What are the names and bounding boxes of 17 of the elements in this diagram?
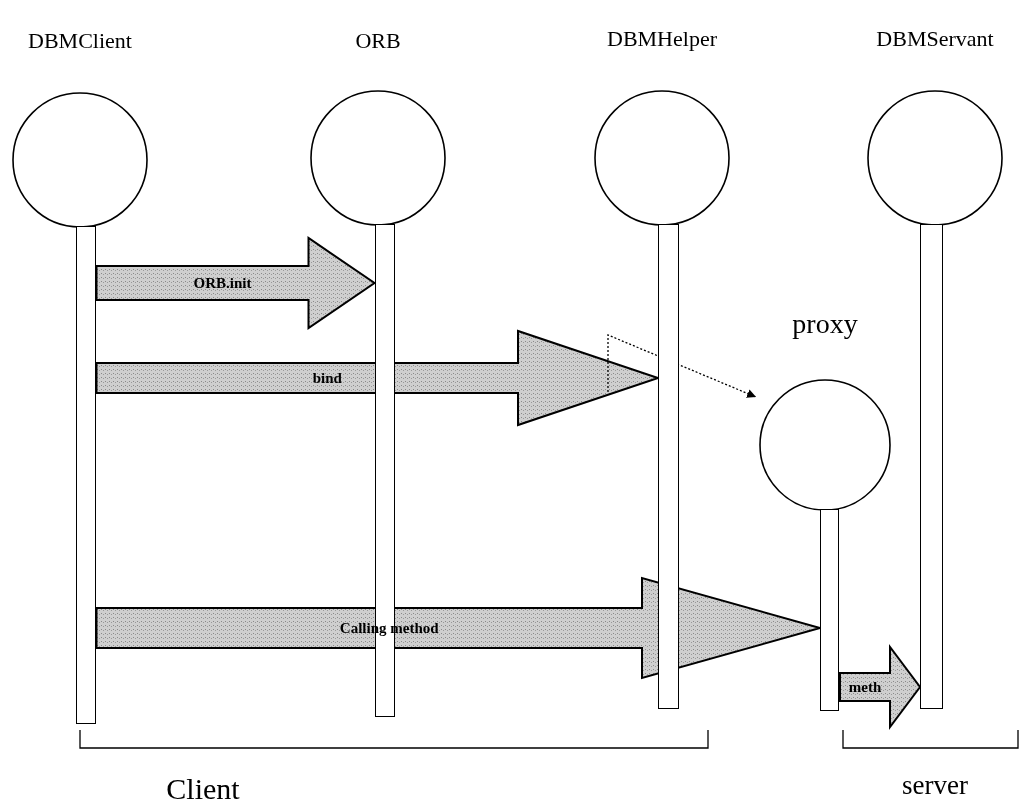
group-label: Client (166, 772, 240, 806)
object-name: DBMHelper (606, 26, 718, 52)
edge-label: ORB.init (193, 274, 252, 292)
object-name: DBMServant (875, 26, 995, 52)
edge-label: bind (312, 369, 342, 387)
lifeline-bar (820, 509, 839, 711)
lifeline-bar (75, 226, 96, 724)
edge-label: meth (848, 678, 882, 696)
object-name: proxy (791, 308, 859, 340)
object-name: DBMClient (27, 28, 133, 54)
lifeline-bar (658, 224, 679, 709)
block-arrow (95, 236, 377, 330)
block-arrow (839, 644, 922, 730)
lifeline-bar (920, 224, 943, 709)
group-label: server (902, 770, 968, 801)
object-name: ORB (354, 28, 402, 54)
dotted-arrow (607, 334, 757, 398)
